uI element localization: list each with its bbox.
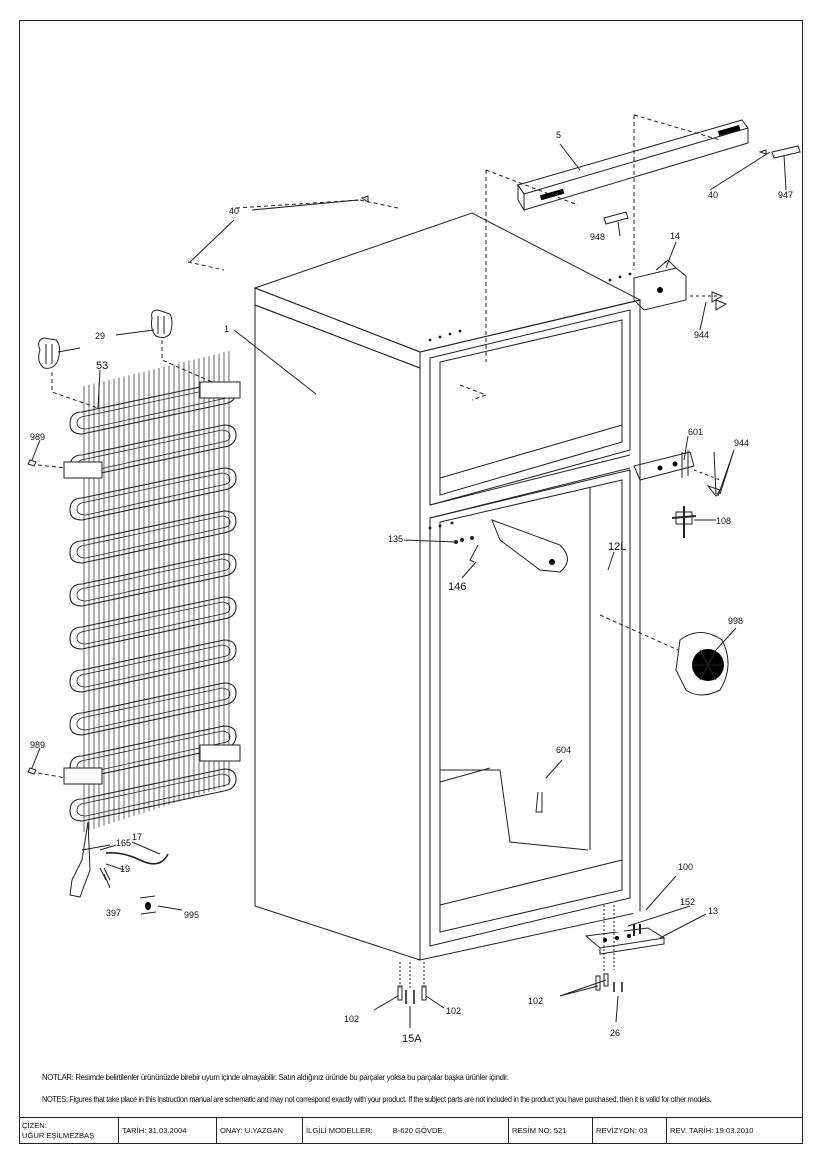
callout-14: 14 (670, 231, 680, 241)
title-block-models: İLGİLİ MODELLER: B-620 GÖVDE. (303, 1118, 509, 1144)
callout-40-top-right: 40 (708, 190, 718, 200)
hinge-cap-108 (671, 506, 697, 538)
callout-102-center: 102 (446, 1006, 461, 1016)
callout-397: 397 (106, 908, 121, 918)
callout-165: 165 (116, 838, 131, 848)
top-cover-5 (517, 119, 749, 212)
title-block: ÇİZEN: UĞUR EŞİLMEZBAŞ TARİH: 31.03.2004… (19, 1117, 803, 1144)
drawing-sheet (19, 20, 803, 1144)
callout-17: 17 (132, 832, 142, 842)
title-block-drawing-number: RESİM NO: 521 (509, 1118, 593, 1144)
callout-15A: 15A (402, 1033, 422, 1045)
notes-english: NOTES: Figures that take place in this i… (42, 1094, 712, 1104)
screws-102-left (397, 985, 427, 1001)
callout-995: 995 (184, 910, 199, 920)
callout-40-top-left: 40 (229, 206, 239, 216)
callout-601: 601 (688, 427, 703, 437)
title-block-revision: REVİZYON: 03 (593, 1118, 667, 1144)
top-hinge-14 (633, 259, 728, 311)
callout-989-top: 989 (30, 432, 45, 442)
callout-947: 947 (778, 190, 793, 200)
callout-100: 100 (678, 862, 693, 872)
clip-29-left (38, 337, 61, 369)
callout-5: 5 (556, 130, 561, 140)
callout-19: 19 (120, 864, 130, 874)
callout-26: 26 (610, 1028, 620, 1038)
callout-989-bottom: 989 (30, 740, 45, 750)
callout-944-top: 944 (694, 330, 709, 340)
lamp-holder-604 (534, 778, 546, 813)
callout-998: 998 (728, 616, 743, 626)
screws-102-right (595, 973, 609, 991)
callout-29: 29 (95, 331, 105, 341)
screw-989-bottom (27, 767, 67, 779)
callout-948: 948 (590, 232, 605, 242)
adjustable-foot-26 (612, 982, 624, 996)
callout-152: 152 (680, 897, 695, 907)
callout-108: 108 (716, 516, 731, 526)
callout-labels: 5 40 40 947 948 14 944 1 29 53 989 601 9… (30, 130, 793, 1045)
callout-1: 1 (224, 324, 229, 334)
title-block-drawn-by: ÇİZEN: UĞUR EŞİLMEZBAŞ (19, 1118, 119, 1144)
bottom-hinge-13 (584, 911, 666, 955)
callout-12L: 12L (608, 541, 626, 553)
condenser (63, 351, 241, 898)
callout-944-middle: 944 (734, 438, 749, 448)
screw-989-top (27, 459, 67, 469)
clip-29-right (151, 309, 173, 339)
rubber-part-995 (139, 895, 157, 915)
front-foot-15A (404, 990, 416, 1007)
title-block-date: TARİH: 31.03.2004 (119, 1118, 217, 1144)
callout-53: 53 (96, 360, 108, 372)
fan-998 (675, 632, 729, 696)
middle-hinge-601 (633, 450, 721, 497)
notes-turkish: NOTLAR: Resimde belirtilenler ürününüzde… (42, 1072, 509, 1082)
callout-102-right: 102 (528, 996, 543, 1006)
callout-604: 604 (556, 745, 571, 755)
callout-146: 146 (448, 581, 466, 593)
callout-135: 135 (388, 534, 403, 544)
callout-13: 13 (708, 906, 718, 916)
title-block-approved: ONAY: U.YAZGAN (217, 1118, 303, 1144)
title-block-revision-date: REV. TARİH: 19.03.2010 (670, 1126, 754, 1135)
callout-102-left: 102 (344, 1014, 359, 1024)
